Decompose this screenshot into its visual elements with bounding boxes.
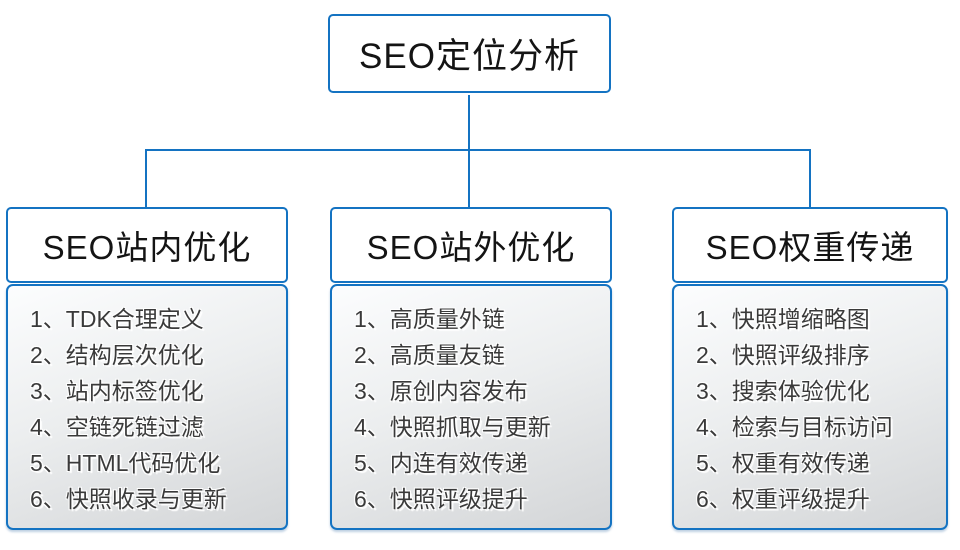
list-item: 6、快照评级提升: [354, 486, 528, 512]
connector-horizontal: [145, 149, 811, 151]
list-item: 4、检索与目标访问: [696, 414, 893, 440]
column-weight-list: 1、快照增缩略图 2、快照评级排序 3、搜索体验优化 4、检索与目标访问 5、权重有效传…: [674, 286, 946, 517]
list-item: 2、快照评级排序: [696, 342, 870, 368]
list-item: 2、结构层次优化: [30, 342, 204, 368]
list-item: 5、内连有效传递: [354, 450, 528, 476]
list-item: 3、站内标签优化: [30, 378, 204, 404]
connector-right-vertical: [809, 151, 811, 208]
list-item: 3、原创内容发布: [354, 378, 528, 404]
column-onsite-title: SEO站内优化: [6, 207, 288, 283]
column-offsite-body: 1、高质量外链 2、高质量友链 3、原创内容发布 4、快照抓取与更新 5、内连有效传递 6…: [330, 284, 612, 530]
column-onsite-list: 1、TDK合理定义 2、结构层次优化 3、站内标签优化 4、空链死链过滤 5、HTML代…: [8, 286, 286, 517]
connector-root-vertical: [468, 95, 470, 151]
connector-middle-vertical: [468, 151, 470, 208]
column-offsite-list: 1、高质量外链 2、高质量友链 3、原创内容发布 4、快照抓取与更新 5、内连有效传递 6…: [332, 286, 610, 517]
list-item: 1、快照增缩略图: [696, 306, 870, 332]
connector-left-vertical: [145, 151, 147, 208]
list-item: 5、HTML代码优化: [30, 450, 221, 476]
list-item: 2、高质量友链: [354, 342, 505, 368]
list-item: 4、空链死链过滤: [30, 414, 204, 440]
column-weight-title: SEO权重传递: [672, 207, 948, 283]
list-item: 3、搜索体验优化: [696, 378, 870, 404]
list-item: 6、快照收录与更新: [30, 486, 227, 512]
list-item: 4、快照抓取与更新: [354, 414, 551, 440]
list-item: 5、权重有效传递: [696, 450, 870, 476]
list-item: 6、权重评级提升: [696, 486, 870, 512]
column-offsite-title: SEO站外优化: [330, 207, 612, 283]
list-item: 1、TDK合理定义: [30, 306, 204, 332]
diagram-root-node: SEO定位分析: [328, 14, 611, 93]
list-item: 1、高质量外链: [354, 306, 505, 332]
column-onsite-body: 1、TDK合理定义 2、结构层次优化 3、站内标签优化 4、空链死链过滤 5、HTML代…: [6, 284, 288, 530]
column-weight-body: 1、快照增缩略图 2、快照评级排序 3、搜索体验优化 4、检索与目标访问 5、权重有效传…: [672, 284, 948, 530]
